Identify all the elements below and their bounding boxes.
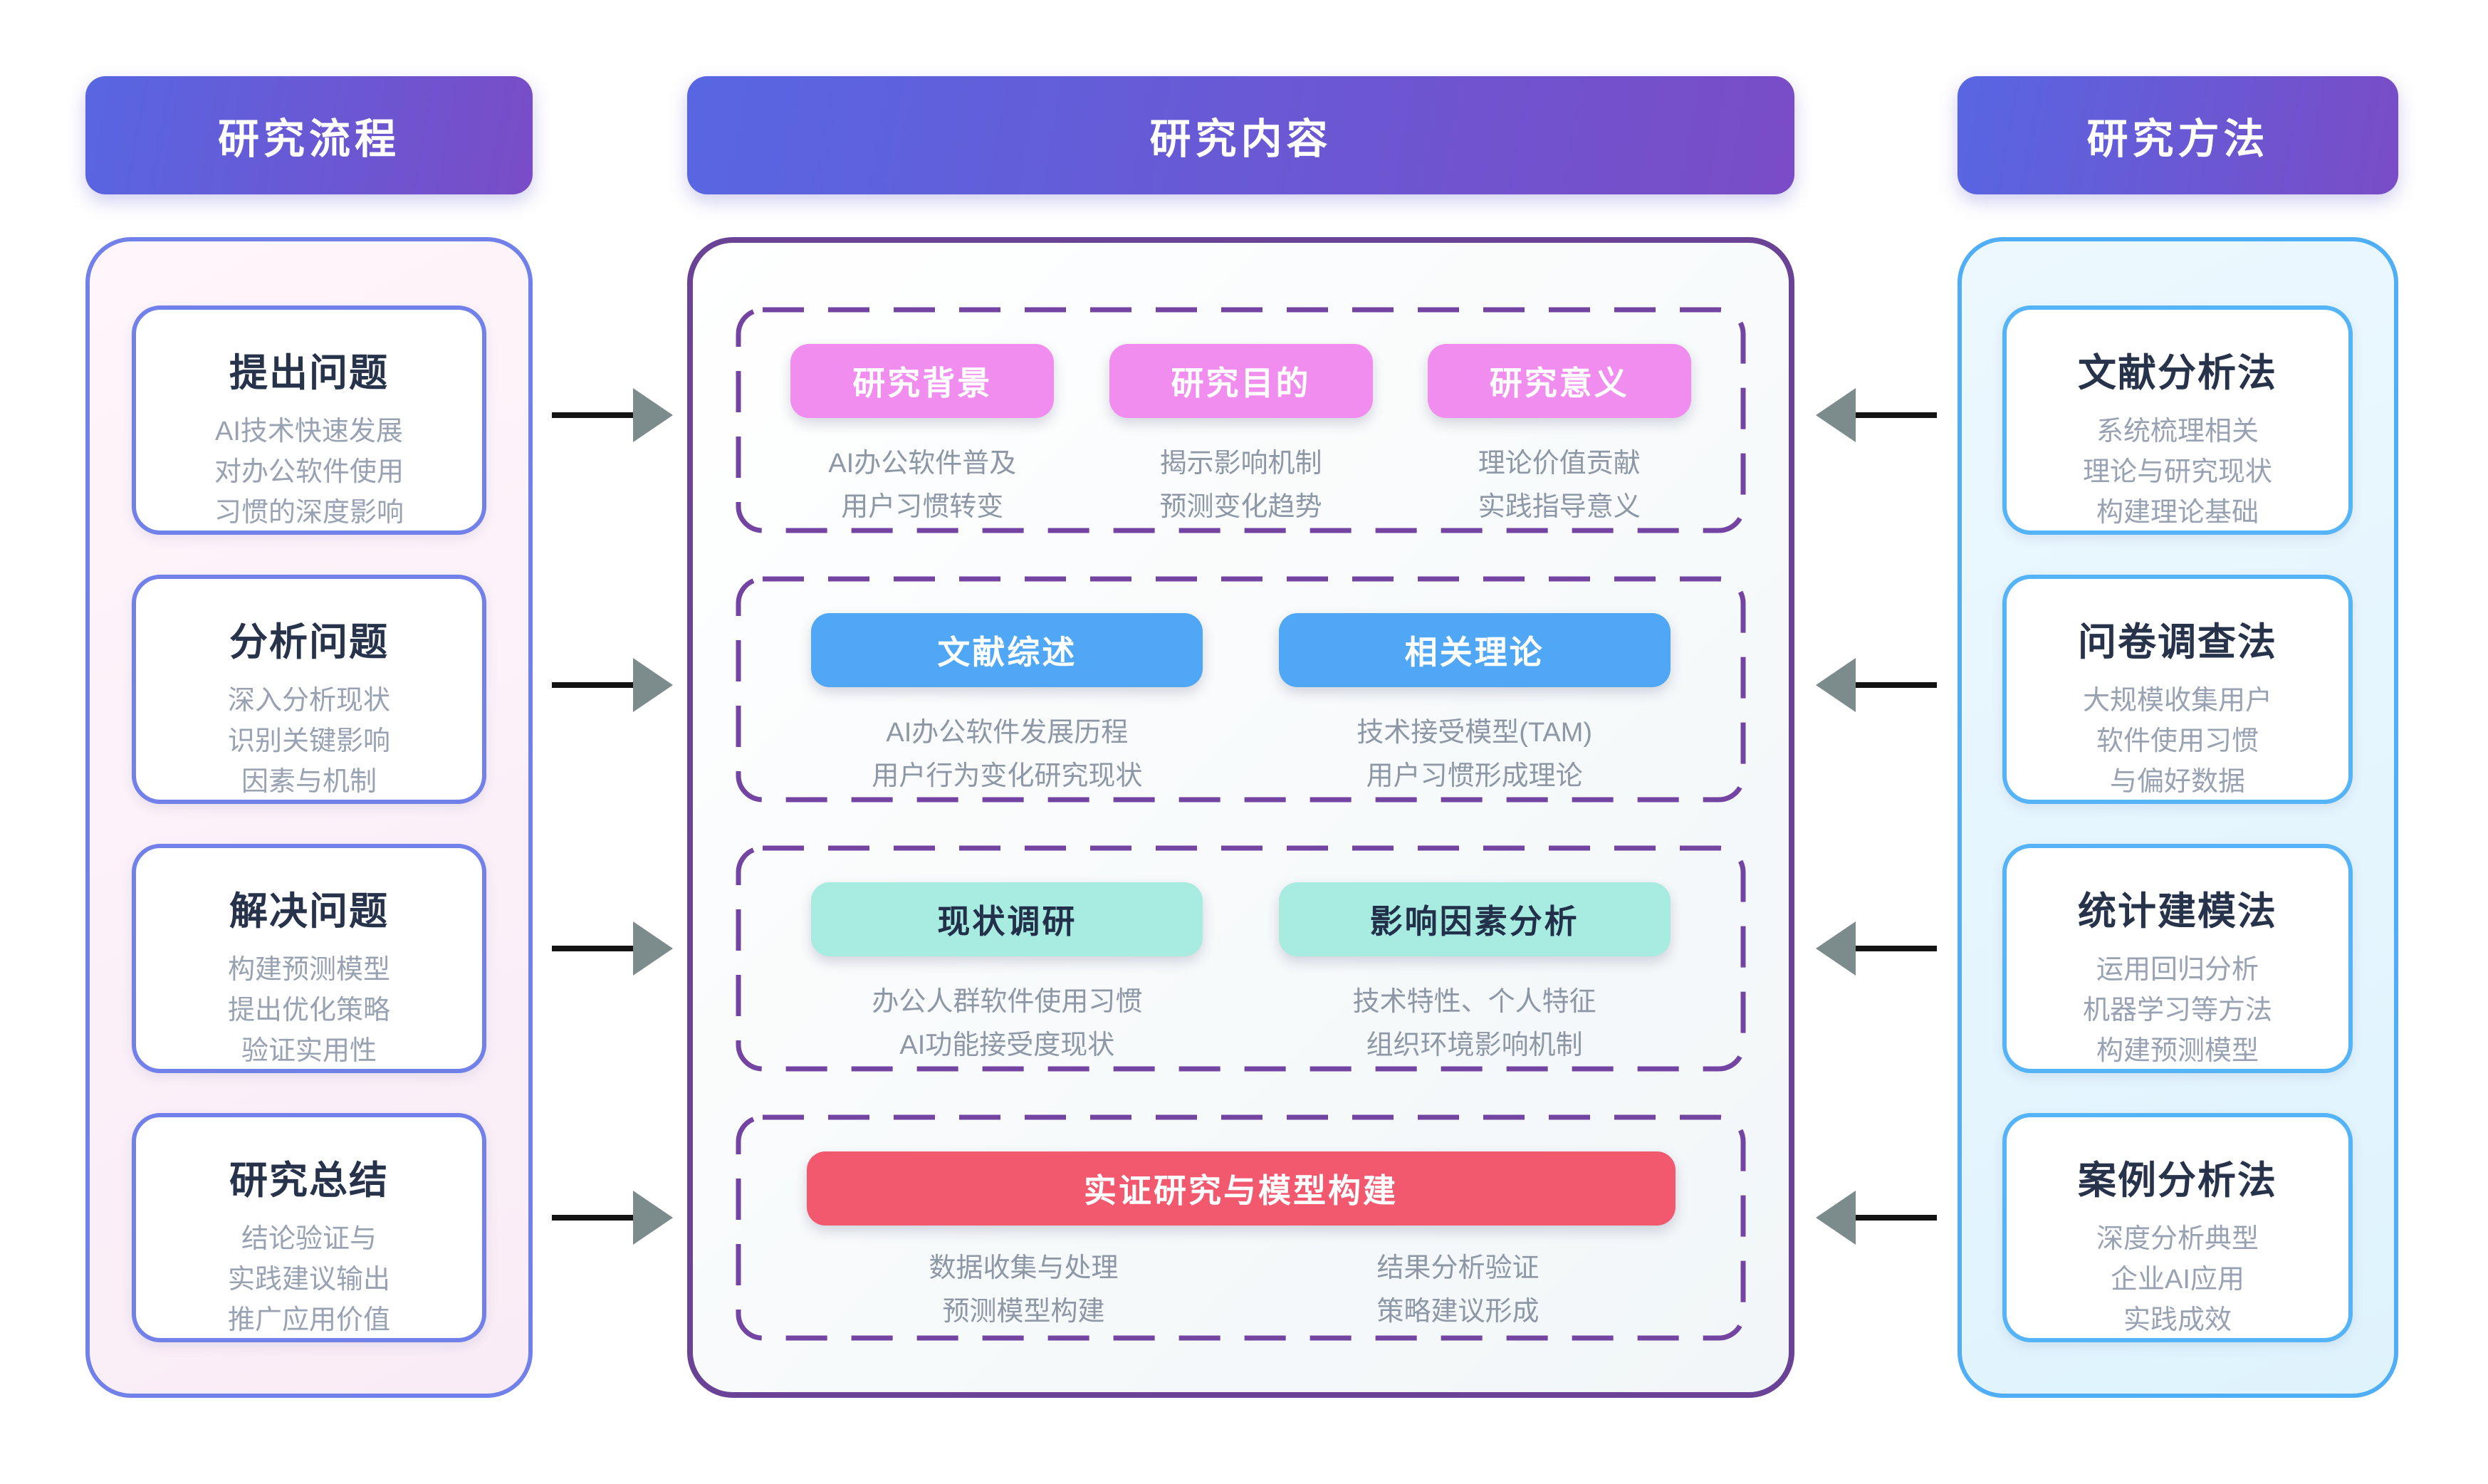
content-item-caption: 揭示影响机制 预测变化趋势 — [1159, 449, 1322, 522]
arrow-line — [1853, 412, 1937, 418]
arrow-line — [1853, 682, 1937, 688]
method-box-title: 统计建模法 — [2078, 890, 2277, 933]
arrow-line — [1853, 946, 1937, 951]
content-item-factor-analysis: 影响因素分析 技术特性、个人特征 组织环境影响机制 — [1278, 882, 1671, 1067]
method-box-case-analysis: 案例分析法 深度分析典型 企业AI应用 实践成效 — [2002, 1113, 2353, 1342]
content-item-caption: 办公人群软件使用习惯 AI功能接受度现状 — [872, 987, 1143, 1060]
content-item-research-significance: 研究意义 理论价值贡献 实践指导意义 — [1427, 344, 1691, 529]
content-item-literature-review: 文献综述 AI办公软件发展历程 用户行为变化研究现状 — [811, 613, 1203, 798]
method-box-title: 问卷调查法 — [2078, 621, 2277, 664]
header-research-methods: 研究方法 — [1958, 76, 2398, 194]
process-box-title: 解决问题 — [229, 890, 389, 933]
arrow-head-icon — [633, 658, 673, 712]
content-item-research-purpose: 研究目的 揭示影响机制 预测变化趋势 — [1109, 344, 1373, 529]
method-box-caption: 大规模收集用户 软件使用习惯 与偏好数据 — [2082, 686, 2272, 797]
research-content-panel: 研究背景 AI办公软件普及 用户习惯转变 研究目的 揭示影响机制 预测变化趋势 … — [687, 237, 1794, 1398]
header-research-content: 研究内容 — [687, 76, 1794, 194]
dashed-border — [736, 1114, 1746, 1341]
process-box-solve-question: 解决问题 构建预测模型 提出优化策略 验证实用性 — [132, 844, 486, 1073]
process-box-research-summary: 研究总结 结论验证与 实践建议输出 推广应用价值 — [132, 1113, 486, 1342]
arrow-head-icon — [633, 921, 673, 976]
content-item-research-background: 研究背景 AI办公软件普及 用户习惯转变 — [790, 344, 1055, 529]
banner-caption-left: 数据收集与处理 预测模型构建 — [929, 1253, 1119, 1327]
arrow-methods-to-content-3 — [1816, 921, 1937, 976]
content-section-background: 研究背景 AI办公软件普及 用户习惯转变 研究目的 揭示影响机制 预测变化趋势 … — [736, 307, 1746, 533]
header-research-content-label: 研究内容 — [1149, 116, 1332, 162]
process-box-caption: 结论验证与 实践建议输出 推广应用价值 — [227, 1224, 390, 1335]
content-item-caption: AI办公软件发展历程 用户行为变化研究现状 — [872, 718, 1143, 791]
pill-related-theory: 相关理论 — [1278, 613, 1671, 687]
arrow-head-icon — [633, 388, 673, 442]
dashed-border — [736, 576, 1746, 803]
arrow-process-to-content-4 — [552, 1191, 673, 1245]
content-item-caption: AI办公软件普及 用户习惯转变 — [828, 449, 1017, 522]
arrow-head-icon — [1816, 921, 1856, 976]
content-item-caption: 理论价值贡献 实践指导意义 — [1478, 449, 1641, 522]
method-box-caption: 深度分析典型 企业AI应用 实践成效 — [2096, 1224, 2259, 1335]
process-box-caption: AI技术快速发展 对办公软件使用 习惯的深度影响 — [214, 417, 404, 528]
research-process-panel: 提出问题 AI技术快速发展 对办公软件使用 习惯的深度影响 分析问题 深入分析现… — [85, 237, 533, 1398]
arrow-head-icon — [1816, 388, 1856, 442]
header-research-process: 研究流程 — [85, 76, 533, 194]
arrow-head-icon — [1816, 1191, 1856, 1245]
process-box-title: 分析问题 — [229, 621, 389, 664]
arrow-process-to-content-3 — [552, 921, 673, 976]
pill-status-survey: 现状调研 — [811, 882, 1203, 956]
content-item-related-theory: 相关理论 技术接受模型(TAM) 用户习惯形成理论 — [1278, 613, 1671, 798]
content-item-status-survey: 现状调研 办公人群软件使用习惯 AI功能接受度现状 — [811, 882, 1203, 1067]
pill-literature-review: 文献综述 — [811, 613, 1203, 687]
process-box-caption: 构建预测模型 提出优化策略 验证实用性 — [227, 955, 390, 1066]
arrow-process-to-content-2 — [552, 658, 673, 712]
arrow-line — [552, 682, 636, 688]
content-section-literature: 文献综述 AI办公软件发展历程 用户行为变化研究现状 相关理论 技术接受模型(T… — [736, 576, 1746, 803]
banner-caption-right: 结果分析验证 策略建议形成 — [1376, 1253, 1540, 1327]
method-box-literature-analysis: 文献分析法 系统梳理相关 理论与研究现状 构建理论基础 — [2002, 305, 2353, 535]
content-item-caption: 技术接受模型(TAM) 用户习惯形成理论 — [1357, 718, 1592, 791]
arrow-methods-to-content-4 — [1816, 1191, 1937, 1245]
method-box-statistical-modeling: 统计建模法 运用回归分析 机器学习等方法 构建预测模型 — [2002, 844, 2353, 1073]
arrow-line — [552, 412, 636, 418]
method-box-title: 文献分析法 — [2078, 352, 2277, 394]
arrow-methods-to-content-2 — [1816, 658, 1937, 712]
arrow-line — [552, 1215, 636, 1221]
process-box-caption: 深入分析现状 识别关键影响 因素与机制 — [227, 686, 390, 797]
content-section-empirical: 实证研究与模型构建 数据收集与处理 预测模型构建 结果分析验证 策略建议形成 — [736, 1114, 1746, 1341]
method-box-questionnaire: 问卷调查法 大规模收集用户 软件使用习惯 与偏好数据 — [2002, 575, 2353, 804]
dashed-border — [736, 845, 1746, 1072]
banner-captions: 数据收集与处理 预测模型构建 结果分析验证 策略建议形成 — [807, 1247, 1676, 1334]
arrow-methods-to-content-1 — [1816, 388, 1937, 442]
pill-research-purpose: 研究目的 — [1109, 344, 1373, 418]
process-box-analyze-question: 分析问题 深入分析现状 识别关键影响 因素与机制 — [132, 575, 486, 804]
header-research-methods-label: 研究方法 — [2086, 116, 2269, 162]
pill-research-background: 研究背景 — [790, 344, 1055, 418]
arrow-process-to-content-1 — [552, 388, 673, 442]
content-section-survey: 现状调研 办公人群软件使用习惯 AI功能接受度现状 影响因素分析 技术特性、个人… — [736, 845, 1746, 1072]
header-research-process-label: 研究流程 — [217, 116, 400, 162]
process-box-title: 提出问题 — [229, 352, 389, 394]
method-box-caption: 运用回归分析 机器学习等方法 构建预测模型 — [2082, 955, 2272, 1066]
method-box-caption: 系统梳理相关 理论与研究现状 构建理论基础 — [2082, 417, 2272, 528]
pill-research-significance: 研究意义 — [1427, 344, 1691, 418]
arrow-line — [552, 946, 636, 951]
research-methods-panel: 文献分析法 系统梳理相关 理论与研究现状 构建理论基础 问卷调查法 大规模收集用… — [1958, 237, 2398, 1398]
process-box-raise-question: 提出问题 AI技术快速发展 对办公软件使用 习惯的深度影响 — [132, 305, 486, 535]
arrow-line — [1853, 1215, 1937, 1221]
dashed-border — [736, 307, 1746, 533]
arrow-head-icon — [633, 1191, 673, 1245]
pill-factor-analysis: 影响因素分析 — [1278, 882, 1671, 956]
arrow-head-icon — [1816, 658, 1856, 712]
banner-empirical-research: 实证研究与模型构建 — [806, 1151, 1676, 1226]
content-item-caption: 技术特性、个人特征 组织环境影响机制 — [1352, 987, 1596, 1060]
process-box-title: 研究总结 — [229, 1159, 389, 1202]
method-box-title: 案例分析法 — [2078, 1159, 2277, 1202]
